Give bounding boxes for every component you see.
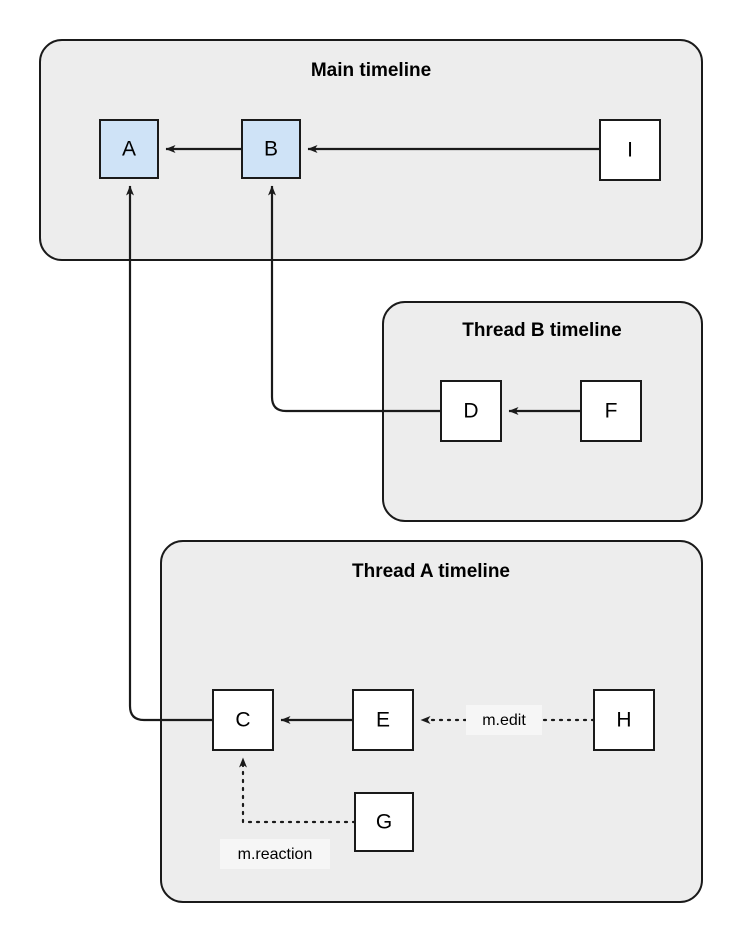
node-b-rect[interactable] <box>241 119 301 179</box>
node-g-rect[interactable] <box>354 792 414 852</box>
node-d-label: D <box>463 400 478 423</box>
edge-label-m-edit-text: m.edit <box>482 712 526 729</box>
node-h-rect[interactable] <box>593 689 655 751</box>
node-e-label: E <box>376 709 390 732</box>
node-c-rect[interactable] <box>212 689 274 751</box>
node-f-rect[interactable] <box>580 380 642 442</box>
node-g-label: G <box>376 811 392 834</box>
node-d-rect[interactable] <box>440 380 502 442</box>
container-main-timeline-title: Main timeline <box>311 60 431 81</box>
node-e-rect[interactable] <box>352 689 414 751</box>
edge-label-m-reaction-text: m.reaction <box>238 846 313 863</box>
edge-label-m-reaction-halo <box>220 839 330 869</box>
node-i[interactable]: I <box>599 119 661 181</box>
node-g[interactable]: G <box>354 792 414 852</box>
container-thread-a-timeline-title: Thread A timeline <box>352 561 510 582</box>
edge-label-m-edit: m.edit <box>466 705 542 735</box>
node-b[interactable]: B <box>241 119 301 179</box>
container-thread-b-timeline-title: Thread B timeline <box>462 320 621 341</box>
edge-label-m-edit-halo <box>466 705 542 735</box>
edge-g-to-c <box>239 756 357 824</box>
node-h-label: H <box>616 709 631 732</box>
edge-c-to-a <box>126 185 213 722</box>
node-f[interactable]: F <box>580 380 642 442</box>
node-i-label: I <box>627 139 633 162</box>
node-a-rect[interactable] <box>99 119 159 179</box>
container-thread-a-timeline-rect <box>160 540 703 903</box>
node-e[interactable]: E <box>352 689 414 751</box>
node-c-label: C <box>235 709 250 732</box>
edge-d-to-b <box>268 185 441 413</box>
node-a[interactable]: A <box>99 119 159 179</box>
node-d[interactable]: D <box>440 380 502 442</box>
node-a-label: A <box>122 138 136 161</box>
container-thread-a-timeline: Thread A timeline <box>160 540 703 903</box>
node-b-label: B <box>264 138 278 161</box>
edge-label-m-reaction: m.reaction <box>220 839 330 869</box>
node-h[interactable]: H <box>593 689 655 751</box>
node-i-rect[interactable] <box>599 119 661 181</box>
node-c[interactable]: C <box>212 689 274 751</box>
node-f-label: F <box>605 400 618 423</box>
